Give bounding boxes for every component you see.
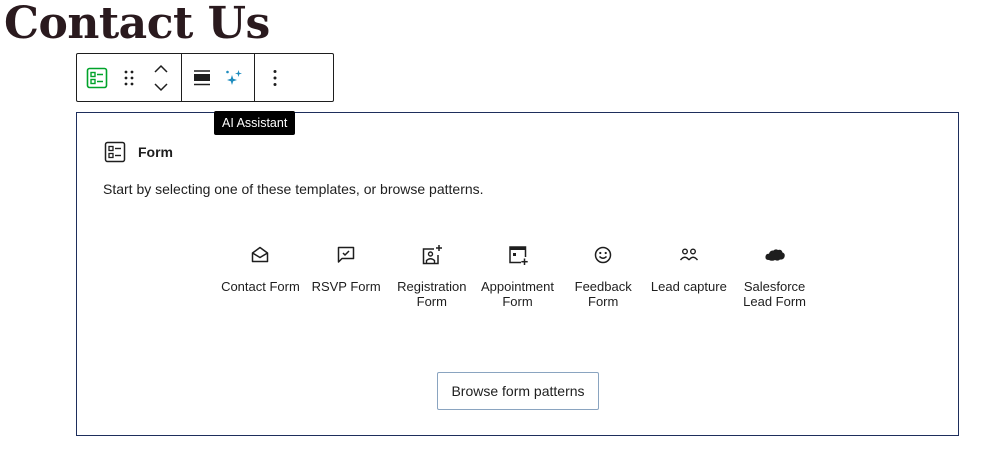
template-salesforce-lead-form[interactable]: Salesforce Lead Form <box>732 243 818 309</box>
envelope-open-icon <box>252 246 269 263</box>
template-label: Feedback Form <box>574 279 632 309</box>
align-button[interactable] <box>186 54 218 101</box>
form-icon <box>104 141 126 163</box>
template-feedback-form[interactable]: Feedback Form <box>560 243 646 309</box>
block-toolbar <box>76 53 334 102</box>
people-icon <box>679 248 698 261</box>
move-up-down-icon <box>154 64 168 91</box>
block-header: Form <box>104 141 173 163</box>
template-label: Salesforce Lead Form <box>743 279 806 309</box>
template-contact-form[interactable]: Contact Form <box>218 243 304 309</box>
browse-form-patterns-button[interactable]: Browse form patterns <box>437 372 599 410</box>
more-options-button[interactable] <box>259 54 291 101</box>
ai-assistant-icon <box>226 69 242 85</box>
template-label: RSVP Form <box>311 279 381 294</box>
toolbar-group-block <box>77 54 182 101</box>
template-label: Appointment Form <box>481 279 554 309</box>
chat-check-icon <box>337 246 355 263</box>
page-title: Contact Us <box>4 0 270 49</box>
block-instructions: Start by selecting one of these template… <box>103 181 484 197</box>
drag-handle-button[interactable] <box>113 54 145 101</box>
align-icon <box>194 69 210 85</box>
template-label: Registration Form <box>397 279 467 309</box>
more-options-icon <box>273 69 277 86</box>
salesforce-cloud-icon <box>765 249 785 261</box>
form-block-icon <box>86 67 108 88</box>
toolbar-group-options <box>255 54 295 101</box>
form-block-button[interactable] <box>81 54 113 101</box>
block-title: Form <box>138 144 173 160</box>
template-label: Contact Form <box>221 279 300 294</box>
smiley-icon <box>594 246 612 264</box>
person-add-icon <box>422 245 442 265</box>
template-list: Contact Form RSVP Form Registration Form… <box>77 243 958 309</box>
template-registration-form[interactable]: Registration Form <box>389 243 475 309</box>
form-block-placeholder[interactable]: Form Start by selecting one of these tem… <box>76 112 959 436</box>
template-label: Lead capture <box>650 279 727 294</box>
calendar-add-icon <box>508 246 528 265</box>
move-up-down-button[interactable] <box>145 54 177 101</box>
toolbar-group-tools <box>182 54 255 101</box>
template-rsvp-form[interactable]: RSVP Form <box>303 243 389 309</box>
ai-assistant-button[interactable] <box>218 54 250 101</box>
drag-handle-icon <box>124 70 134 85</box>
template-appointment-form[interactable]: Appointment Form <box>475 243 561 309</box>
ai-assistant-tooltip: AI Assistant <box>214 111 296 135</box>
template-lead-capture[interactable]: Lead capture <box>646 243 732 309</box>
